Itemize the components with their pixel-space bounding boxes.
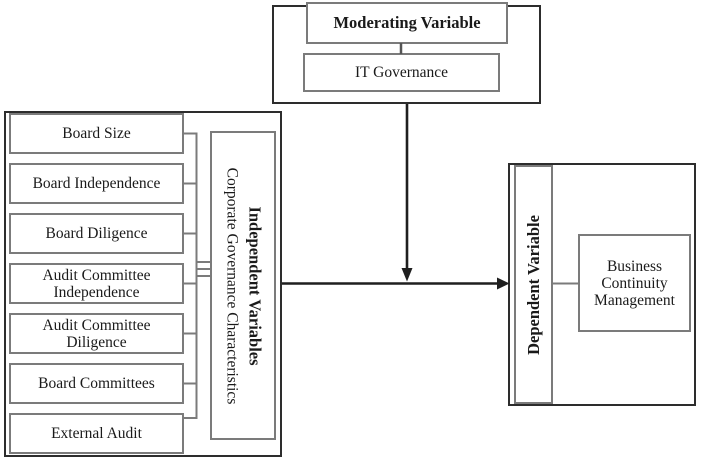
it-governance-label: IT Governance	[354, 64, 449, 81]
moderating-effect-arrow	[401, 104, 413, 282]
dependent-variable-title: Dependent Variable	[523, 214, 543, 355]
iv-item-board-independence: Board Independence	[9, 163, 184, 204]
iv-item-label: Board Committees	[38, 375, 155, 392]
iv-item-label: Board Independence	[32, 175, 161, 192]
dependent-variable-rotated-label: Dependent Variable	[524, 215, 544, 355]
main-effect-arrow	[282, 277, 510, 290]
iv-item-audit-committee-diligence: Audit Committee Diligence	[9, 313, 184, 354]
independent-variables-label-box: Independent Variables Corporate Governan…	[210, 131, 276, 440]
iv-item-board-diligence: Board Diligence	[9, 213, 184, 254]
moderating-variable-title: Moderating Variable	[333, 13, 481, 32]
dependent-variable-label-strip: Dependent Variable	[514, 165, 553, 404]
business-continuity-management-label: Business Continuity Management	[594, 257, 675, 309]
it-governance-box: IT Governance	[303, 53, 500, 92]
iv-item-label: Audit Committee Diligence	[42, 316, 151, 351]
iv-item-external-audit: External Audit	[9, 413, 184, 454]
iv-item-audit-committee-independence: Audit Committee Independence	[9, 263, 184, 304]
independent-variables-rotated-label: Independent Variables Corporate Governan…	[220, 167, 266, 404]
iv-item-label: Audit Committee Independence	[42, 266, 151, 301]
iv-item-label: External Audit	[51, 425, 142, 442]
iv-item-board-size: Board Size	[9, 113, 184, 154]
iv-item-label: Board Diligence	[45, 225, 148, 242]
moderating-variable-title-box: Moderating Variable	[306, 2, 508, 44]
independent-variables-title: Independent Variables	[245, 205, 265, 366]
corporate-governance-subtitle: Corporate Governance Characteristics	[223, 167, 241, 404]
arrowhead-down-icon	[401, 268, 413, 282]
iv-item-board-committees: Board Committees	[9, 363, 184, 404]
business-continuity-management-box: Business Continuity Management	[578, 234, 691, 332]
iv-item-label: Board Size	[62, 125, 131, 142]
